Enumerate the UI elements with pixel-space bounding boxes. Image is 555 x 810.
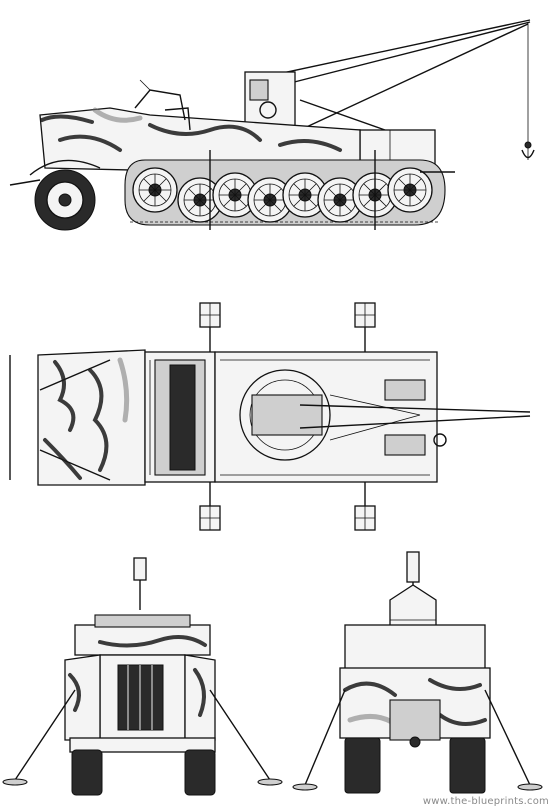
top-view <box>9 302 531 531</box>
side-view <box>9 19 535 231</box>
rear-view <box>292 551 543 794</box>
watermark: www.the-blueprints.com <box>422 796 549 807</box>
front-view <box>2 557 283 796</box>
